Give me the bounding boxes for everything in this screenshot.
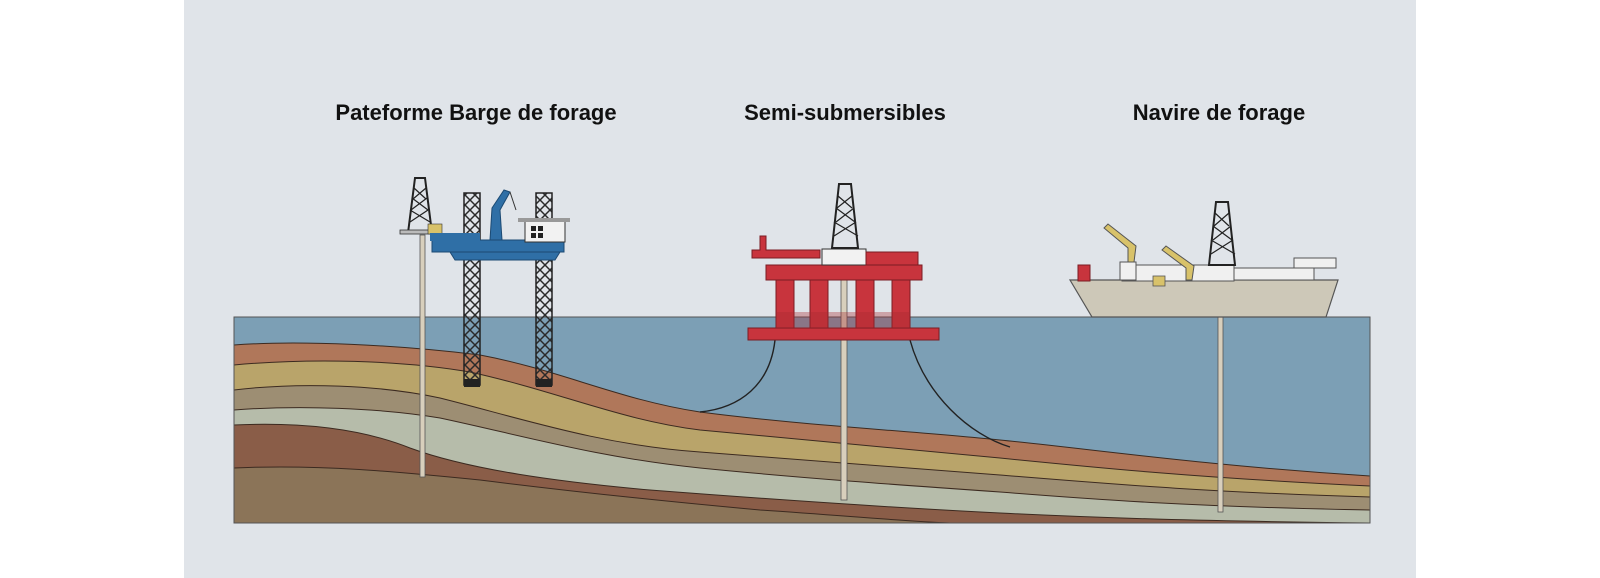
- semi-derrick: [830, 183, 860, 249]
- sediment-layer-6: [234, 466, 951, 523]
- drillship-crane-1: [1103, 223, 1137, 263]
- jackup-crane: [489, 189, 511, 241]
- semi-pontoon: [747, 327, 940, 341]
- drillship-hull: [1068, 279, 1339, 318]
- semi-crane: [751, 235, 821, 259]
- drillship-derrick: [1207, 201, 1237, 266]
- semisubmersible-rig: [699, 183, 1011, 501]
- semisubmersible-title: Semi-submersibles: [744, 100, 946, 125]
- jackup-leg-left: [463, 192, 481, 386]
- drillship-title: Navire de forage: [1132, 100, 1306, 125]
- semi-deck: [765, 264, 923, 281]
- semi-drill-string: [840, 274, 848, 501]
- seabed-layers: [234, 342, 1370, 523]
- jackup-drill-string: [419, 234, 426, 478]
- jackup-title: Pateforme Barge de forage: [335, 100, 617, 125]
- drillship-drill-string: [1217, 289, 1224, 513]
- jackup-rig: [399, 177, 570, 478]
- mooring-line-right: [909, 339, 1011, 448]
- drillship-crane-2: [1161, 245, 1195, 281]
- mooring-line-left: [699, 339, 776, 413]
- drillship: [1068, 201, 1339, 513]
